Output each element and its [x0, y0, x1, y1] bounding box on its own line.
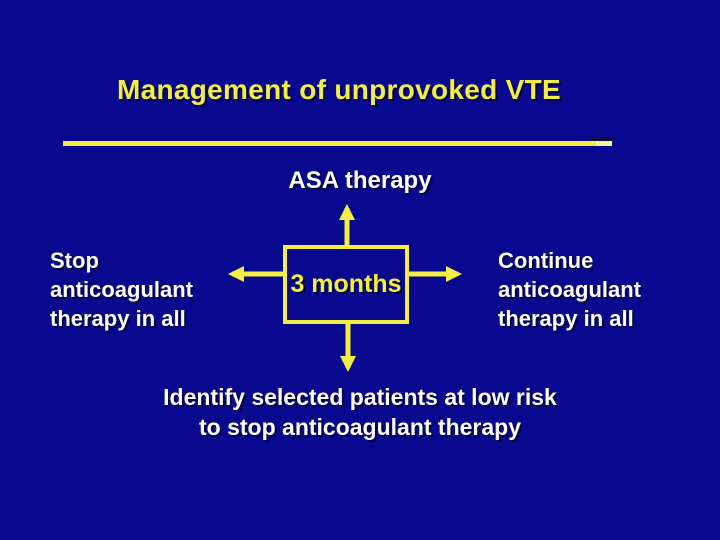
identify-patients-text: Identify selected patients at low risk t…	[163, 384, 557, 440]
three-months-label: 3 months	[290, 270, 402, 298]
title-underline-tip	[596, 141, 612, 146]
asa-therapy-label: ASA therapy	[288, 167, 432, 194]
title-underline-line	[63, 141, 599, 146]
title-underline-shadow	[590, 137, 614, 142]
three-months-box: 3 months	[283, 245, 409, 324]
slide-title: Management of unprovoked VTE	[117, 74, 561, 105]
stop-anticoagulant-text: Stop anticoagulant therapy in all	[50, 248, 194, 331]
continue-anticoagulant-text: Continue anticoagulant therapy in all	[498, 248, 642, 331]
